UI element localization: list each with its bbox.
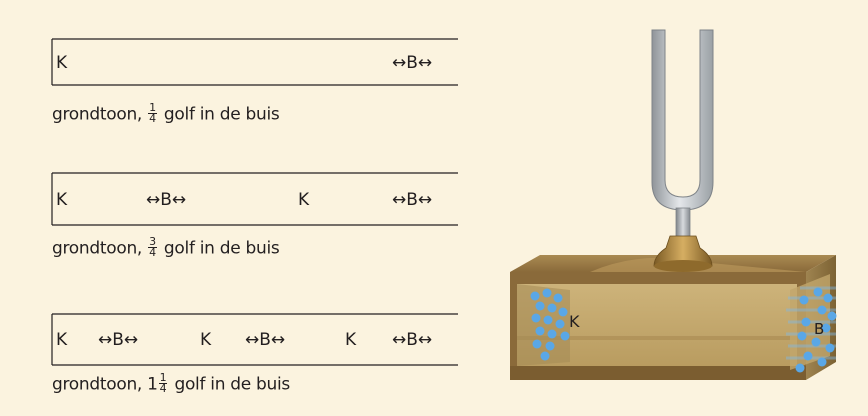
caption-whole-number: 1 <box>147 374 158 395</box>
molecule <box>817 305 827 315</box>
fraction-denominator: 4 <box>149 112 156 125</box>
molecule <box>827 311 837 321</box>
tube-2-marker-2: ↔B↔ <box>146 190 186 210</box>
tube-1-marker-1: K <box>56 53 68 73</box>
molecule <box>553 293 563 303</box>
fork-stem <box>675 207 691 239</box>
tube-3-marker-6: ↔B↔ <box>392 330 432 350</box>
fraction-numerator: 1 <box>148 101 157 114</box>
molecule <box>535 301 545 311</box>
molecule <box>823 293 833 303</box>
caption-prefix: grondtoon, <box>52 104 148 125</box>
antinode-label: B <box>814 320 824 338</box>
resonance-box: K B <box>510 255 837 380</box>
molecule <box>547 303 557 313</box>
fraction-numerator: 3 <box>148 235 157 248</box>
tube-3-marker-1: K <box>56 330 68 350</box>
fraction-denominator: 4 <box>159 382 167 395</box>
box-inner-shelf <box>517 336 797 340</box>
molecule <box>558 307 568 317</box>
molecule <box>530 291 540 301</box>
tube-2-marker-3: K <box>298 190 310 210</box>
fraction-numerator: 1 <box>158 371 168 384</box>
molecule <box>531 313 541 323</box>
molecule <box>535 326 545 336</box>
tube-2-marker-4: ↔B↔ <box>392 190 432 210</box>
tube-1-marker-2: ↔B↔ <box>392 53 432 73</box>
molecule <box>825 343 835 353</box>
molecule <box>803 351 813 361</box>
molecule <box>813 287 823 297</box>
fork-base-foot <box>654 260 712 272</box>
tube-3-marker-3: K <box>200 330 212 350</box>
molecule <box>821 323 831 333</box>
caption-suffix: golf in de buis <box>158 104 280 125</box>
tube-3-marker-4: ↔B↔ <box>245 330 285 350</box>
tuning-fork <box>651 29 714 272</box>
tube-3-marker-2: ↔B↔ <box>98 330 138 350</box>
antinode-molecules <box>786 286 837 373</box>
molecule <box>542 288 552 298</box>
molecule <box>560 331 570 341</box>
tube-1 <box>51 38 458 86</box>
molecule <box>555 319 565 329</box>
molecule <box>817 357 827 367</box>
tube-3-marker-5: K <box>345 330 357 350</box>
molecule <box>532 339 542 349</box>
tube-2 <box>51 172 458 226</box>
molecule <box>795 363 805 373</box>
caption-prefix: grondtoon, <box>52 238 148 259</box>
box-inner-left-wall <box>517 284 570 366</box>
caption-suffix: golf in de buis <box>169 374 290 395</box>
molecule <box>547 329 557 339</box>
fork-prongs <box>651 29 714 211</box>
caption-suffix: golf in de buis <box>158 238 280 259</box>
fraction-denominator: 4 <box>149 246 156 259</box>
box-bottom-edge <box>510 366 806 380</box>
caption-prefix: grondtoon, <box>52 374 148 395</box>
molecule <box>797 331 807 341</box>
molecule <box>540 351 550 361</box>
molecule <box>545 341 555 351</box>
tube-3 <box>51 313 458 366</box>
node-label: K <box>569 312 580 331</box>
node-molecules <box>530 288 570 361</box>
antinode-molecule-dots <box>795 287 837 373</box>
tube-2-marker-1: K <box>56 190 68 210</box>
molecule <box>801 317 811 327</box>
molecule <box>543 315 553 325</box>
molecule <box>811 337 821 347</box>
molecule <box>799 295 809 305</box>
